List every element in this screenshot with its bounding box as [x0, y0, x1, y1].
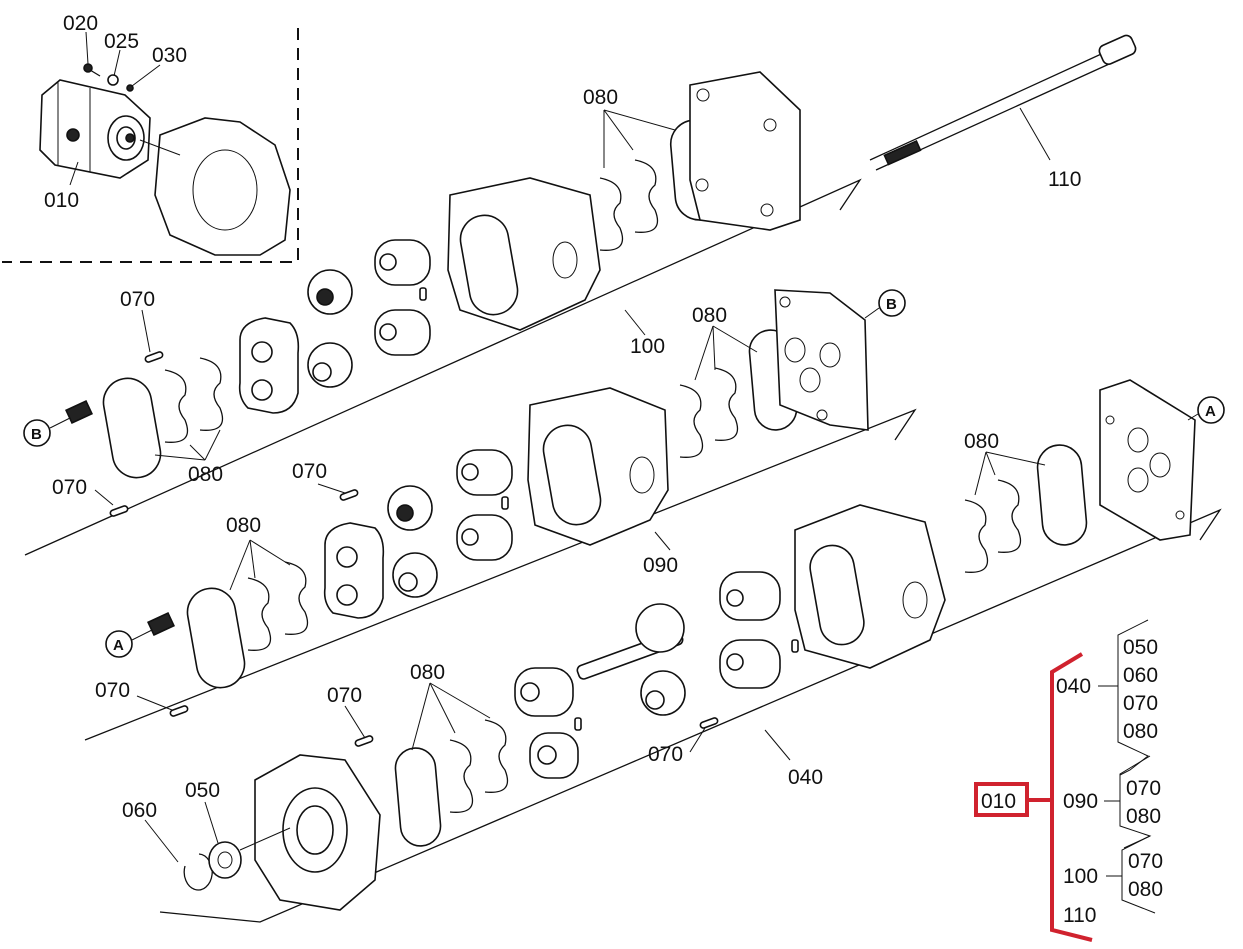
label-060: 060: [122, 799, 157, 822]
label-090: 090: [643, 554, 678, 577]
label-070-mid-left: 070: [95, 679, 130, 702]
tree-090-sub-070[interactable]: 070: [1126, 777, 1161, 800]
end-cover: [689, 71, 801, 231]
label-030: 030: [152, 44, 187, 67]
label-025: 025: [104, 30, 139, 53]
tree-root-010[interactable]: 010: [981, 790, 1016, 813]
tree-node-090[interactable]: 090: [1063, 790, 1098, 813]
label-020: 020: [63, 12, 98, 35]
marker-a-left: A: [113, 637, 124, 654]
label-110: 110: [1048, 168, 1081, 191]
tree-node-110[interactable]: 110: [1063, 904, 1096, 927]
label-080-left: 080: [188, 463, 223, 486]
o-ring: [102, 377, 162, 479]
tree-100-sub-070[interactable]: 070: [1128, 850, 1163, 873]
port-plate-b: [774, 289, 869, 431]
pump-assembly-drawing: [39, 63, 291, 256]
label-100: 100: [630, 335, 665, 358]
label-080-bottom: 080: [410, 661, 445, 684]
section-090: A B: [84, 289, 917, 741]
bearing-050: [208, 841, 242, 879]
tie-rod-110: [869, 34, 1137, 171]
label-040: 040: [788, 766, 823, 789]
marker-b-left: B: [31, 426, 42, 443]
label-080-mid-left: 080: [226, 514, 261, 537]
label-080-right: 080: [964, 430, 999, 453]
marker-b-plate: B: [886, 296, 897, 313]
inset-dashed-border: [2, 28, 299, 263]
label-050: 050: [185, 779, 220, 802]
marker-b-circle: [23, 419, 51, 447]
section-090-bracket: [84, 408, 917, 741]
label-070-left: 070: [52, 476, 87, 499]
label-080-mid-top: 080: [692, 304, 727, 327]
marker-a-plate: A: [1205, 403, 1216, 420]
inset-overview: 020 025 030 010: [2, 12, 299, 263]
snap-ring-060: [183, 853, 213, 891]
label-070-bottom-left: 070: [327, 684, 362, 707]
tree-040-sub-060[interactable]: 060: [1123, 664, 1158, 687]
tree-040-sub-080[interactable]: 080: [1123, 720, 1158, 743]
tree-100-sub-080[interactable]: 080: [1128, 878, 1163, 901]
parts-hierarchy-tree: 010 040 050 060 070 080 090 070 080 100 …: [974, 619, 1163, 942]
tree-040-sub-070[interactable]: 070: [1123, 692, 1158, 715]
tree-node-040[interactable]: 040: [1056, 675, 1091, 698]
root-part-box[interactable]: [974, 782, 1029, 817]
port-plate-a: [1099, 379, 1196, 541]
section-040: A 080 080 070 070 040 050 060: [122, 379, 1225, 923]
label-070-bottom-right: 070: [648, 743, 683, 766]
label-010-inset: 010: [44, 189, 79, 212]
section-100-bracket: [24, 178, 862, 556]
section-100: B: [23, 34, 1137, 556]
tree-090-sub-080[interactable]: 080: [1126, 805, 1161, 828]
label-070-top-left: 070: [120, 288, 155, 311]
section-040-bracket: [159, 508, 1222, 923]
tree-040-sub-050[interactable]: 050: [1123, 636, 1158, 659]
tree-node-100[interactable]: 100: [1063, 865, 1098, 888]
label-070-mid: 070: [292, 460, 327, 483]
label-080-top: 080: [583, 86, 618, 109]
